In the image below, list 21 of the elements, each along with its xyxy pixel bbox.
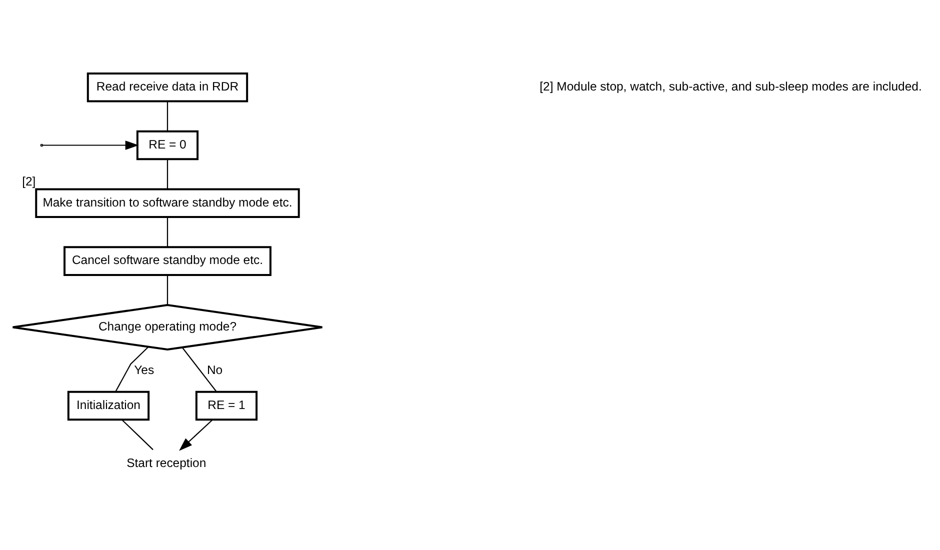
node-box: Cancel software standby mode etc. — [64, 246, 272, 276]
node-text: Start reception — [126, 455, 206, 470]
node-box: Read receive data in RDR — [86, 72, 248, 102]
connector — [182, 346, 217, 392]
node-diamond: Change operating mode? — [12, 303, 324, 350]
connector — [115, 346, 149, 392]
connector — [166, 216, 168, 247]
edge-label: No — [206, 362, 223, 376]
label: [2] Module stop, watch, sub-active, and sub-sleep modes are included. — [540, 78, 922, 93]
node-box: Make transition to software standby mode etc. — [35, 188, 300, 218]
connector — [166, 274, 168, 304]
node-label: [2] — [22, 174, 36, 188]
node-box: RE = 0 — [136, 130, 199, 160]
node-box: Initialization — [67, 390, 150, 420]
arrow — [42, 140, 139, 150]
edge-label: Yes — [134, 362, 154, 376]
connector — [166, 100, 168, 131]
connector — [166, 158, 168, 189]
arrow — [179, 418, 213, 450]
node-box: RE = 1 — [195, 390, 258, 420]
connector — [122, 418, 154, 450]
